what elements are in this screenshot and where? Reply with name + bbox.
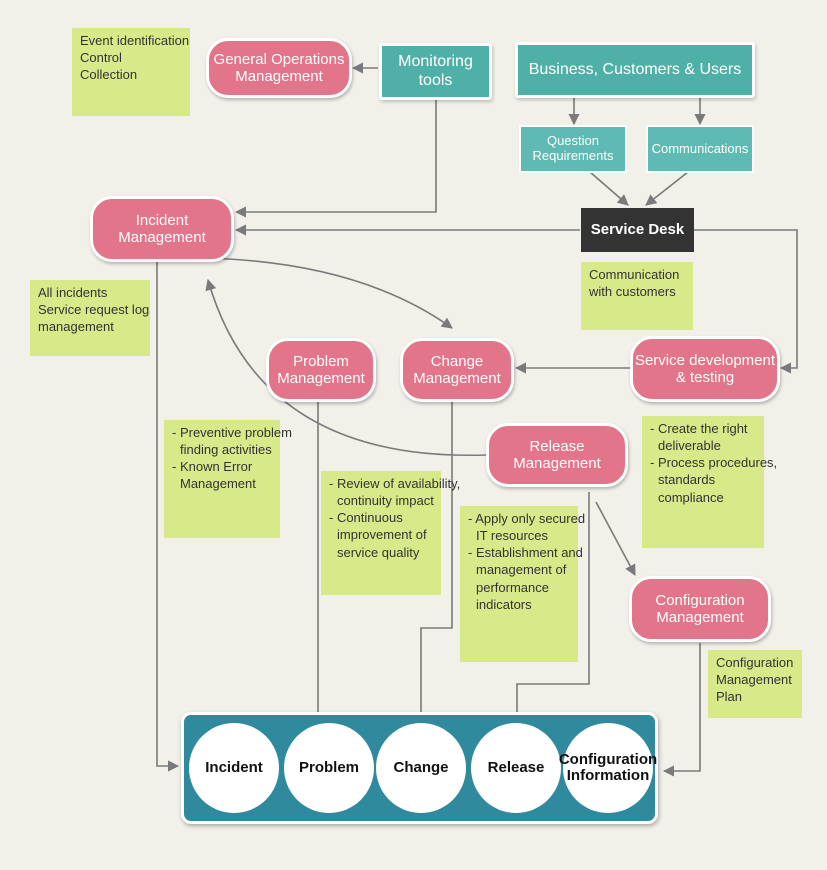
- note-problem: - Preventive problem finding activities …: [164, 420, 292, 538]
- note-service-dev-line: - Process procedures,: [650, 455, 778, 471]
- incident-management-label: Incident Management: [118, 211, 206, 246]
- arrow-incident-to-change: [204, 257, 453, 329]
- monitoring-tools-node: Monitoring tools: [379, 43, 492, 100]
- arrow-release-to-config: [595, 501, 636, 576]
- communications-label: Communications: [651, 140, 749, 156]
- configuration-management-node: Configuration Management: [629, 576, 771, 642]
- business-label: Business, Customers & Users: [528, 60, 742, 78]
- note-event-line: Control: [80, 50, 122, 66]
- note-communication: Communication with customers: [581, 262, 693, 330]
- service-development-label: Service development & testing: [634, 351, 776, 386]
- communications-node: Communications: [646, 125, 754, 173]
- change-management-node: Change Management: [400, 338, 514, 402]
- release-management-node: Release Management: [486, 423, 628, 487]
- monitoring-tools-label: Monitoring tools: [398, 53, 473, 89]
- db-release: Release: [471, 723, 561, 813]
- arrow-release-to-incident: [205, 278, 487, 457]
- arrow-incident-to-db: [156, 262, 180, 772]
- business-node: Business, Customers & Users: [515, 42, 755, 98]
- note-event: Event identification Control Collection: [72, 28, 190, 116]
- arrow-change-to-db: [415, 402, 453, 725]
- question-requirements-node: Question Requirements: [519, 125, 627, 173]
- note-communication-line: Communication: [589, 267, 680, 282]
- note-communication-line: with customers: [589, 284, 676, 300]
- note-incidents-line: All incidents: [38, 285, 108, 300]
- note-change-line: - Review of availability,: [329, 476, 461, 491]
- service-desk-label: Service Desk: [590, 221, 685, 239]
- note-service-dev-line: compliance: [658, 489, 724, 505]
- db-configuration-information: Configuration Information: [559, 723, 657, 813]
- note-problem-line: finding activities: [180, 442, 272, 458]
- arrow-release-to-db: [511, 492, 590, 725]
- db-change-label: Change: [393, 758, 449, 776]
- db-incident-label: Incident: [205, 758, 263, 776]
- note-release-line: performance: [476, 579, 549, 595]
- note-service-dev: - Create the right deliverable - Process…: [642, 416, 778, 548]
- arrow-communications-to-servicedesk: [645, 171, 689, 206]
- service-development-node: Service development & testing: [630, 336, 780, 402]
- db-configuration-information-label: Configuration Information: [558, 750, 658, 784]
- change-management-label: Change Management: [413, 352, 501, 387]
- note-config-line: Management: [716, 672, 792, 688]
- note-change: - Review of availability, continuity imp…: [321, 471, 461, 595]
- note-problem-line: Management: [180, 476, 256, 492]
- note-change-line: - Continuous: [329, 510, 403, 526]
- note-release-line: - Establishment and: [468, 545, 583, 561]
- arrow-config-to-db: [662, 643, 701, 777]
- general-operations-label: General Operations Management: [213, 50, 345, 85]
- note-release-line: IT resources: [476, 528, 549, 544]
- problem-management-label: Problem Management: [277, 352, 365, 387]
- release-management-label: Release Management: [513, 437, 601, 472]
- arrow-servicedesk-to-servicedev: [694, 229, 798, 374]
- note-release: - Apply only secured IT resources - Esta…: [460, 506, 586, 662]
- note-service-dev-line: - Create the right: [650, 421, 748, 436]
- question-requirements-label: Question Requirements: [532, 133, 614, 163]
- db-problem: Problem: [284, 723, 374, 813]
- note-problem-line: - Preventive problem: [172, 425, 292, 440]
- arrow-question-to-servicedesk: [589, 171, 629, 206]
- note-change-line: improvement of: [337, 527, 427, 543]
- note-service-dev-line: deliverable: [658, 438, 721, 454]
- note-config-line: Plan: [716, 689, 743, 705]
- note-config: Configuration Management Plan: [708, 650, 802, 718]
- service-desk-node: Service Desk: [581, 208, 694, 252]
- db-release-label: Release: [487, 758, 545, 776]
- note-release-line: - Apply only secured: [468, 511, 586, 526]
- db-change: Change: [376, 723, 466, 813]
- note-release-line: indicators: [476, 596, 532, 612]
- note-change-line: continuity impact: [337, 493, 434, 509]
- note-change-line: service quality: [337, 544, 420, 560]
- configuration-management-label: Configuration Management: [655, 591, 745, 626]
- db-problem-label: Problem: [298, 758, 359, 776]
- note-config-line: Configuration: [716, 655, 794, 670]
- incident-management-node: Incident Management: [90, 196, 234, 262]
- note-release-line: management of: [476, 562, 567, 578]
- general-operations-node: General Operations Management: [206, 38, 352, 98]
- note-incidents-line: management: [38, 319, 114, 335]
- note-event-line: Collection: [80, 67, 138, 83]
- arrow-monitoring-to-incident: [234, 100, 437, 218]
- note-incidents-line: Service request log: [38, 302, 150, 318]
- problem-management-node: Problem Management: [266, 338, 376, 402]
- note-event-line: Event identification: [80, 33, 190, 48]
- note-problem-line: - Known Error: [172, 459, 253, 475]
- note-service-dev-line: standards: [658, 472, 716, 488]
- note-incidents: All incidents Service request log manage…: [30, 280, 150, 356]
- db-incident: Incident: [189, 723, 279, 813]
